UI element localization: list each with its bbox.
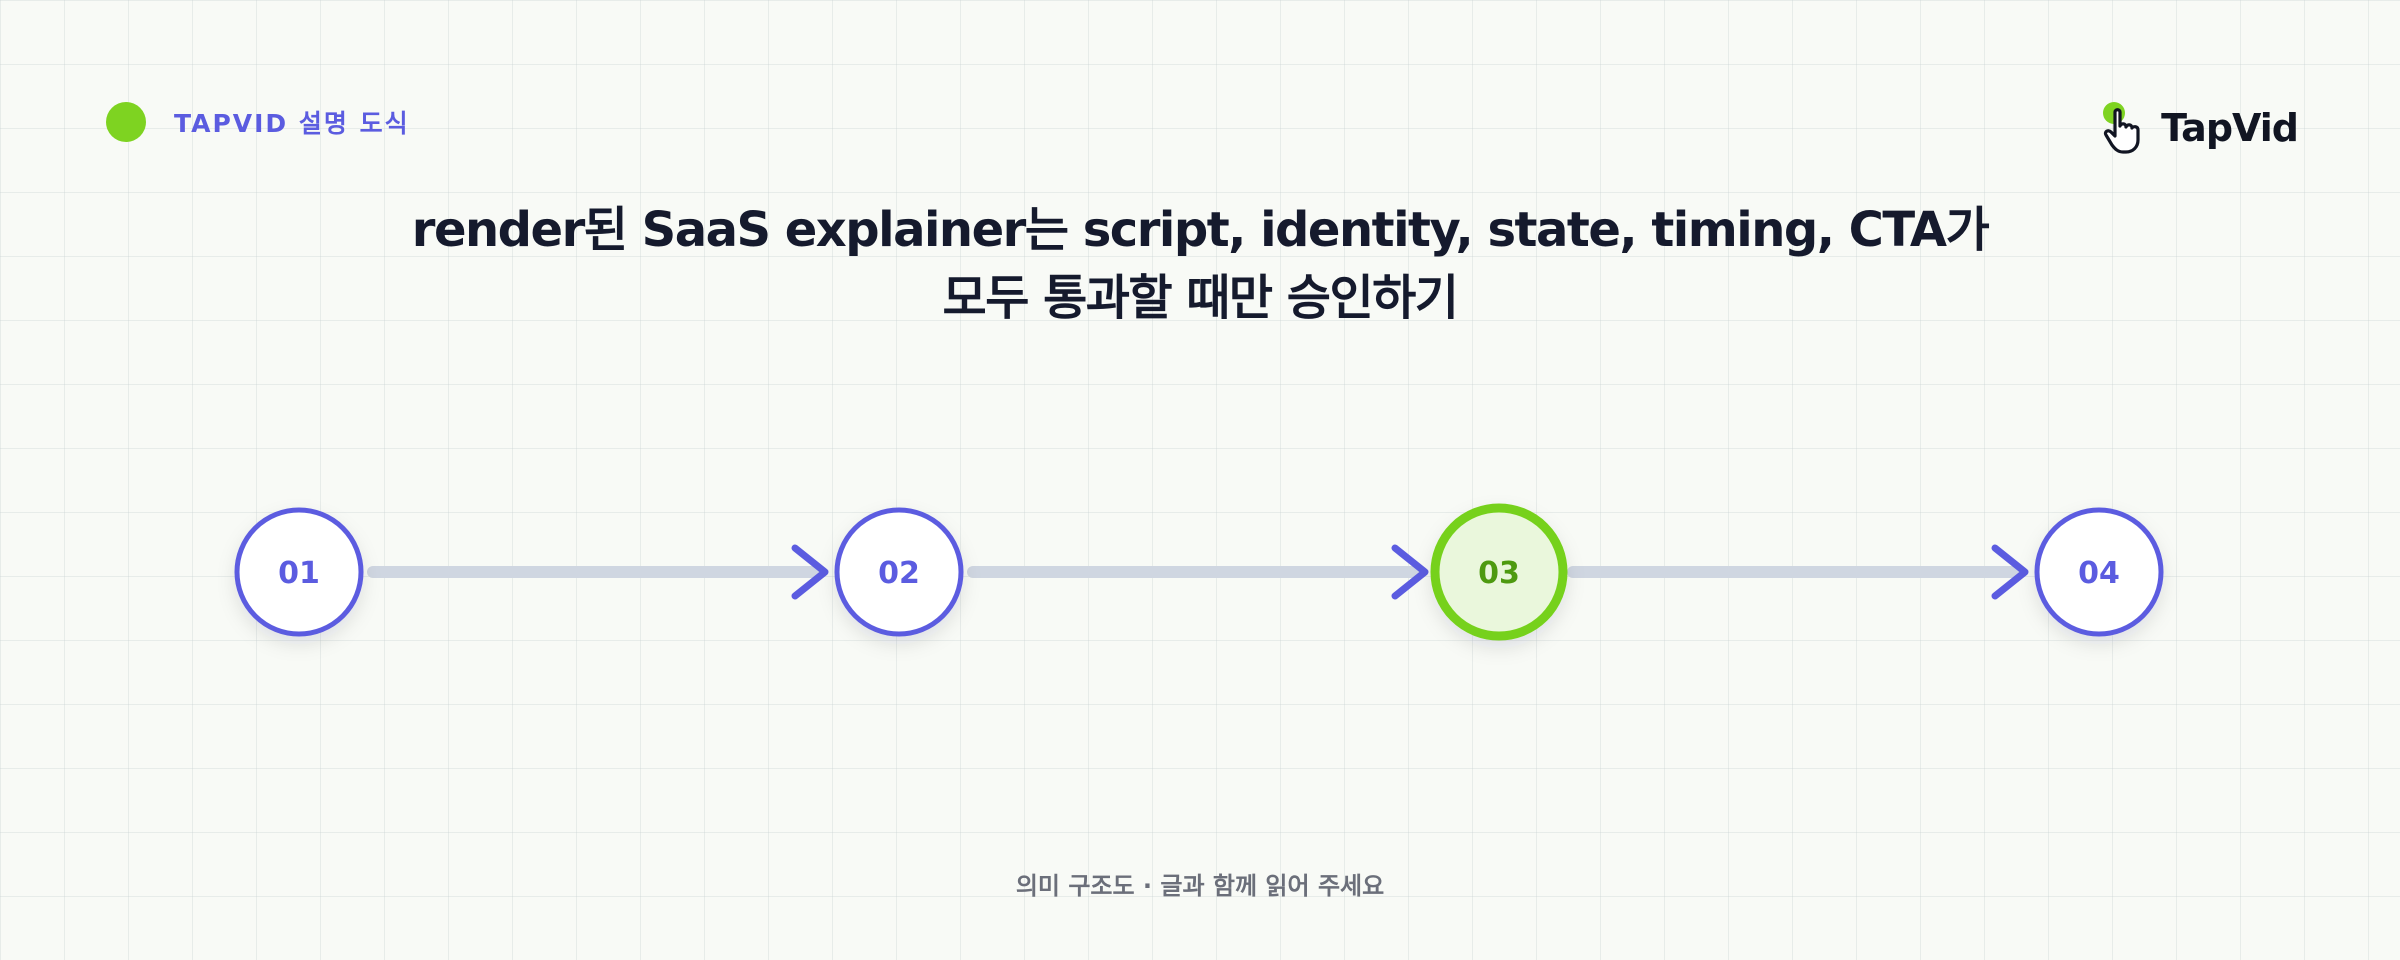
title-line-2: 모두 통과할 때만 승인하기 — [942, 270, 1459, 326]
badge-text: TAPVID 설명 도식 — [174, 109, 410, 138]
step-label: 03 — [1478, 556, 1520, 591]
arrowhead-icon — [791, 544, 829, 600]
step-node-03: 03 — [1430, 503, 1568, 641]
step-node-01: 01 — [234, 507, 364, 637]
badge-dot-icon — [106, 102, 146, 142]
title-line-1: render된 SaaS explainer는 script, identity… — [411, 202, 1990, 258]
step-circle — [1430, 503, 1568, 641]
hand-pointer-icon — [2103, 102, 2140, 154]
page-title: render된 SaaS explainer는 script, identity… — [0, 196, 2400, 332]
step-label: 02 — [878, 556, 920, 591]
step-node-04: 04 — [2034, 507, 2164, 637]
arrowhead-icon — [1391, 544, 1429, 600]
step-circle — [2034, 507, 2164, 637]
step-circle — [834, 507, 964, 637]
tapvid-logo: TapVid — [2101, 100, 2299, 156]
footer-caption: 의미 구조도 · 글과 함께 읽어 주세요 — [1015, 872, 1385, 900]
step-circle — [234, 507, 364, 637]
step-label: 01 — [278, 556, 320, 591]
step-node-02: 02 — [834, 507, 964, 637]
header-badge: TAPVID 설명 도식 — [106, 102, 410, 142]
step-label: 04 — [2078, 556, 2120, 591]
logo-text: TapVid — [2161, 106, 2299, 150]
arrowhead-icon — [1991, 544, 2029, 600]
